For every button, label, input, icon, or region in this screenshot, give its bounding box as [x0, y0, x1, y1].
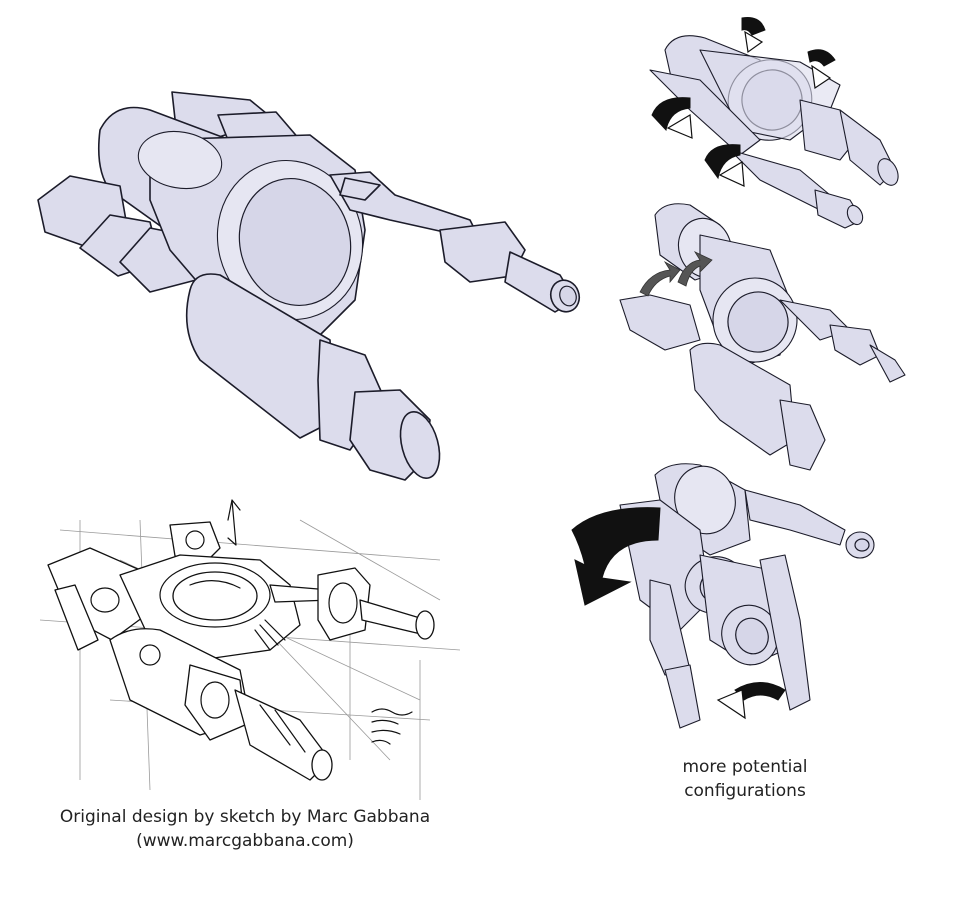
- config-3-render: [619, 463, 875, 729]
- config-1-arrows: [651, 17, 836, 187]
- config-2-arrows: [639, 251, 713, 297]
- configurations-caption: more potential configurations: [640, 755, 850, 803]
- sketch-credit-line2: (www.marcgabbana.com): [136, 831, 354, 851]
- config-2-render: [619, 203, 906, 471]
- sketch-credit-caption: Original design by sketch by Marc Gabban…: [20, 805, 470, 853]
- original-sketch: [39, 499, 461, 800]
- configs-line1: more potential: [682, 757, 808, 777]
- config-1-render: [649, 35, 899, 229]
- main-ship-render: [37, 91, 581, 481]
- config-3-arrows: [571, 507, 786, 720]
- configs-line2: configurations: [684, 781, 806, 801]
- sketch-credit-line1: Original design by sketch by Marc Gabban…: [59, 807, 431, 827]
